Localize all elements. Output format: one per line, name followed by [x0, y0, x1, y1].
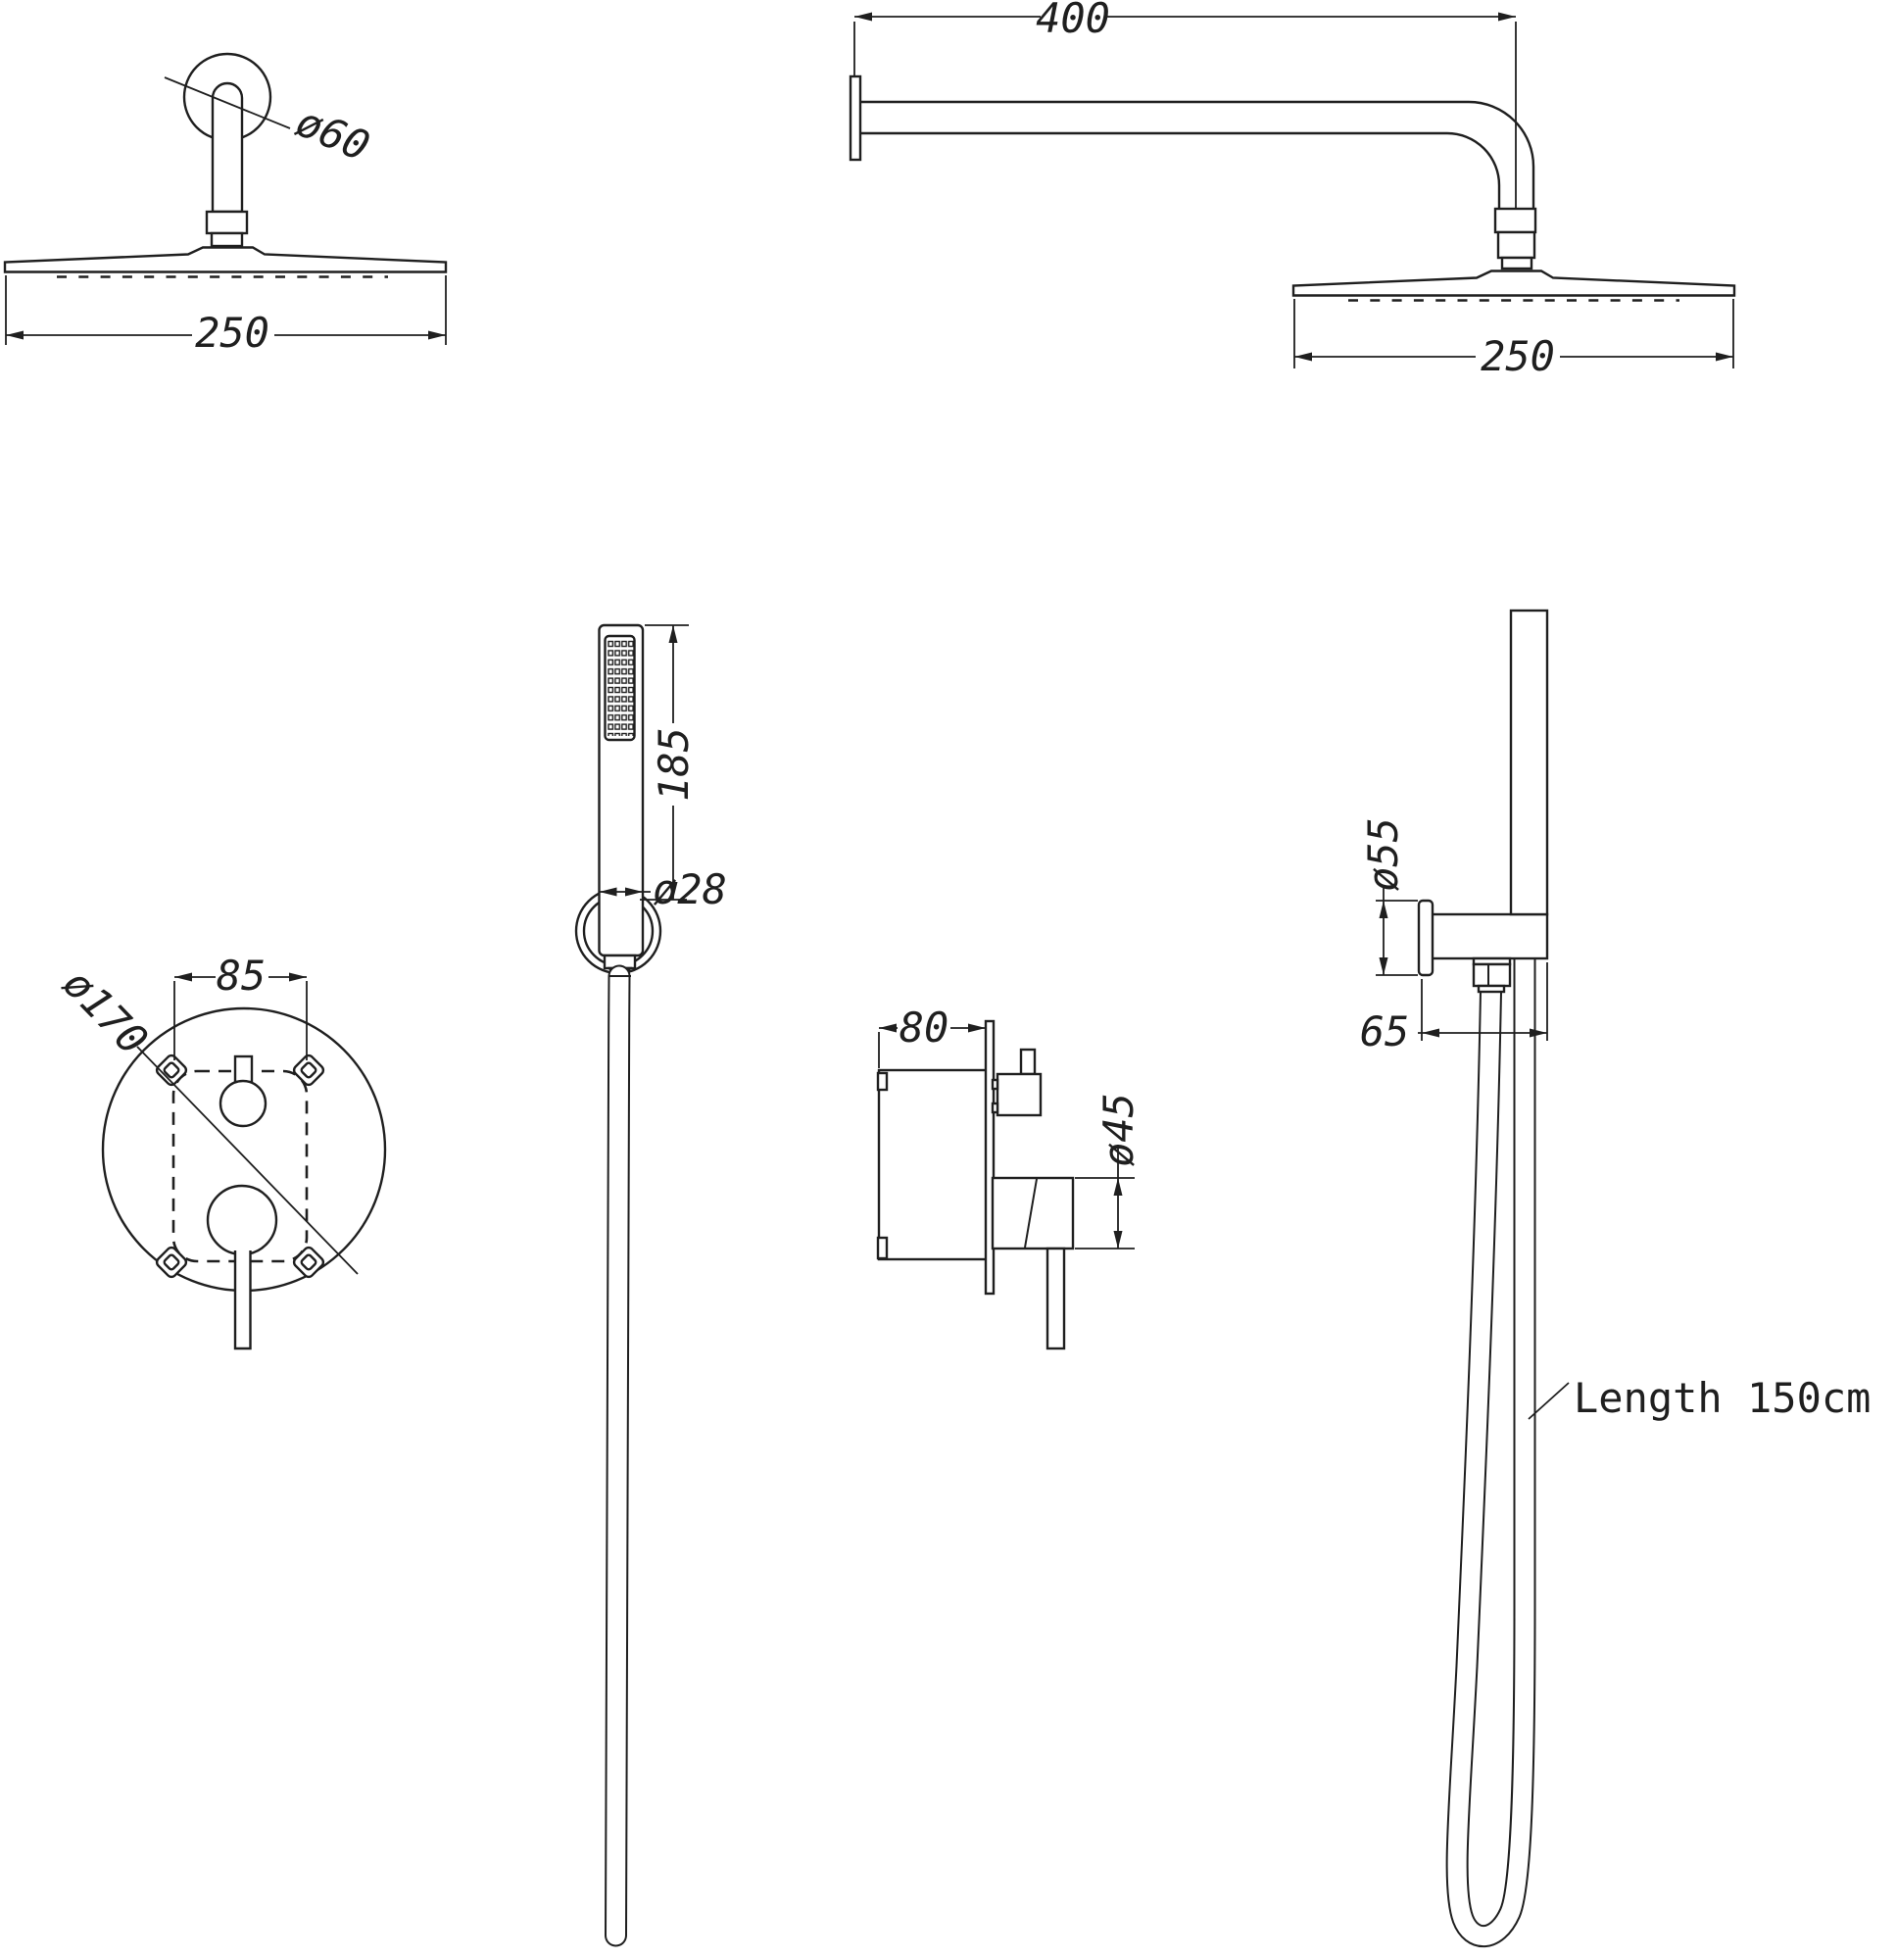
dim-head-width-front: 250	[5, 275, 447, 357]
dim-holder-projection: 65	[1360, 962, 1548, 1055]
dim-bracket-diameter: ø55	[1359, 817, 1418, 976]
dim-label-250-side: 250	[1481, 332, 1555, 380]
face-plate-side	[984, 1019, 996, 1296]
holder-arm	[1430, 912, 1549, 960]
nozzle-grid	[608, 640, 635, 736]
hose-length-label: Length 150cm	[1574, 1374, 1871, 1422]
fixing-tab-top-left	[155, 1054, 188, 1087]
outlet-neck	[1477, 984, 1506, 994]
holder-handshower-view: ø55 65 Length 150cm	[1359, 609, 1871, 1948]
dim-label-185: 185	[650, 727, 698, 802]
arm-nut-lower	[1496, 230, 1536, 260]
drop-pipe	[211, 81, 244, 214]
dim-label-400: 400	[1036, 0, 1110, 42]
lever-handle-side	[1045, 1247, 1066, 1350]
diverter-stem-front	[233, 1054, 254, 1084]
dim-label-o28: ø28	[653, 865, 727, 913]
mixer-valve-side-view: 80 ø45	[876, 1004, 1142, 1350]
valve-body-box	[877, 1068, 989, 1261]
diverter-body-side	[996, 1072, 1043, 1117]
lever-handle-front	[233, 1250, 252, 1350]
dim-label-o170: ø170	[54, 959, 158, 1064]
mixer-valve-front-view: ø170 85	[54, 952, 387, 1350]
fixing-tab-bottom-left	[155, 1246, 188, 1279]
dim-wand-length: 185	[640, 624, 698, 901]
arm-nut-upper	[1493, 207, 1537, 234]
fixing-tab-bottom-right	[292, 1246, 325, 1279]
rain-shower-head-front-view: ø60 250	[3, 52, 448, 357]
dim-head-width-side: 250	[1293, 299, 1734, 380]
shower-arm-outer	[860, 100, 1535, 209]
handshower-wand-view: 185 ø28	[574, 623, 727, 1947]
dim-label-250-front: 250	[195, 309, 269, 357]
arm-neck	[1500, 256, 1533, 270]
hose-length-note: Length 150cm	[1528, 1374, 1871, 1422]
shower-hose-inner	[1447, 959, 1534, 1946]
dim-body-depth: 80	[878, 1004, 986, 1068]
lever-base-circle	[206, 1184, 278, 1256]
dim-label-85: 85	[217, 952, 267, 1000]
holder-wand	[1509, 609, 1549, 916]
dim-wand-diameter: ø28	[599, 865, 727, 913]
diverter-tab-upper	[991, 1078, 999, 1091]
dim-fixing-spacing: 85	[173, 952, 308, 1060]
dim-label-65: 65	[1360, 1007, 1410, 1055]
cartridge-side	[991, 1176, 1075, 1250]
outlet-nut	[1472, 962, 1512, 988]
fixing-tab-top-right	[292, 1054, 325, 1087]
pipe-connector-neck	[210, 231, 244, 248]
body-clip-top	[876, 1071, 889, 1092]
dim-arm-length: 400	[853, 0, 1517, 208]
dim-cartridge-diameter: ø45	[1075, 1093, 1142, 1250]
diverter-knob-front	[219, 1079, 267, 1128]
rain-shower-head-side-view: 400 250	[849, 0, 1736, 380]
pipe-connector	[205, 210, 249, 235]
dim-label-o55: ø55	[1359, 817, 1407, 892]
dim-label-o60: ø60	[289, 97, 376, 171]
dim-label-80: 80	[899, 1004, 949, 1052]
body-clip-bottom	[876, 1236, 889, 1260]
holder-wall-plate	[1417, 899, 1434, 977]
diverter-stem-side	[1019, 1048, 1037, 1076]
lever-handle-front-fill	[235, 1250, 251, 1348]
cartridge-detail-line	[1024, 1178, 1038, 1249]
diverter-tab-lower	[991, 1102, 999, 1114]
shower-arm-inner	[860, 131, 1501, 209]
shower-head-profile-side	[1291, 270, 1736, 297]
wall-flange	[849, 74, 862, 162]
dim-label-o45: ø45	[1094, 1093, 1142, 1167]
wand-hose-inner	[606, 966, 629, 1945]
shower-head-profile	[3, 246, 448, 273]
